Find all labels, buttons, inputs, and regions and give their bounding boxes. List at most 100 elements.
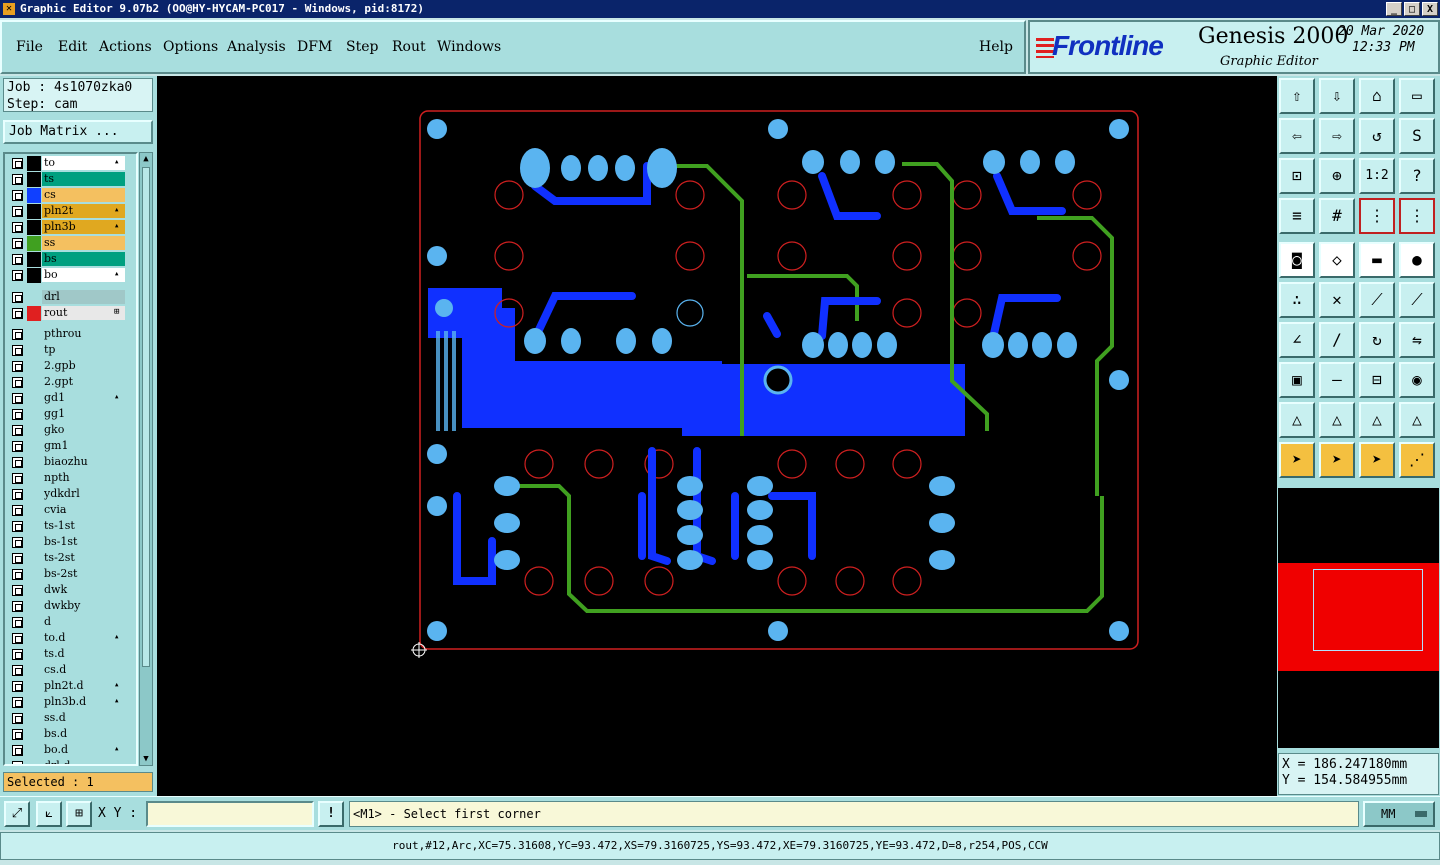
layer-name[interactable]: to.d xyxy=(42,631,125,645)
layer-name[interactable]: drl xyxy=(42,290,125,304)
tool-cross-icon[interactable]: ✕ xyxy=(1319,282,1355,318)
layer-checkbox[interactable] xyxy=(12,665,23,676)
layer-checkbox[interactable] xyxy=(12,377,23,388)
tool-line2-icon[interactable]: ⟋ xyxy=(1399,282,1435,318)
layer-row[interactable]: d xyxy=(7,615,136,630)
layer-color-swatch[interactable] xyxy=(27,236,41,251)
layer-name[interactable]: cs xyxy=(42,188,125,202)
tool-select-net-icon[interactable]: ⋰ xyxy=(1399,442,1435,478)
layer-row[interactable]: bo▴ xyxy=(7,268,136,283)
layer-name[interactable]: ts-1st xyxy=(42,519,125,533)
layer-checkbox[interactable] xyxy=(12,345,23,356)
menu-edit[interactable]: Edit xyxy=(58,39,88,55)
tool-tri3-icon[interactable]: △ xyxy=(1359,402,1395,438)
layer-checkbox[interactable] xyxy=(12,393,23,404)
menu-windows[interactable]: Windows xyxy=(437,39,502,55)
layer-checkbox[interactable] xyxy=(12,457,23,468)
layer-name[interactable]: d xyxy=(42,615,125,629)
tool-grid-icon[interactable]: # xyxy=(1319,198,1355,234)
tool-fit-icon[interactable]: ⊡ xyxy=(1279,158,1315,194)
layer-checkbox[interactable] xyxy=(12,292,23,303)
layer-checkbox[interactable] xyxy=(12,489,23,500)
layer-row[interactable]: cs.d xyxy=(7,663,136,678)
layer-color-swatch[interactable] xyxy=(27,583,41,598)
tool-camera-icon[interactable]: ◙ xyxy=(1279,242,1315,278)
layer-color-swatch[interactable] xyxy=(27,551,41,566)
layer-row[interactable]: cvia xyxy=(7,503,136,518)
layer-name[interactable]: bs.d xyxy=(42,727,125,741)
layer-row[interactable]: ts-1st xyxy=(7,519,136,534)
layer-checkbox[interactable] xyxy=(12,425,23,436)
tool-rotate-icon[interactable]: ↺ xyxy=(1359,118,1395,154)
layer-row[interactable]: ss xyxy=(7,236,136,251)
layer-checkbox[interactable] xyxy=(12,729,23,740)
tool-measure-icon[interactable]: ⊟ xyxy=(1359,362,1395,398)
measure-icon[interactable]: ⟀ xyxy=(36,801,62,827)
layer-color-swatch[interactable] xyxy=(27,759,41,764)
layer-checkbox[interactable] xyxy=(12,649,23,660)
tool-right-icon[interactable]: ⇨ xyxy=(1319,118,1355,154)
menu-actions[interactable]: Actions xyxy=(99,39,152,55)
minimize-button[interactable]: _ xyxy=(1386,2,1402,16)
layer-name[interactable]: bs-1st xyxy=(42,535,125,549)
layer-checkbox[interactable] xyxy=(12,441,23,452)
layer-name[interactable]: bs xyxy=(42,252,125,266)
layer-row[interactable]: ts.d xyxy=(7,647,136,662)
tool-net-icon[interactable]: ⋮ xyxy=(1359,198,1395,234)
tool-pad-icon[interactable]: ▣ xyxy=(1279,362,1315,398)
layer-color-swatch[interactable] xyxy=(27,615,41,630)
layer-color-swatch[interactable] xyxy=(27,156,41,171)
layer-row[interactable]: bs.d xyxy=(7,727,136,742)
tool-layers-icon[interactable]: ≡ xyxy=(1279,198,1315,234)
layer-row[interactable]: biaozhu xyxy=(7,455,136,470)
overview-map[interactable] xyxy=(1278,488,1439,748)
tool-tri2-icon[interactable]: △ xyxy=(1319,402,1355,438)
layer-color-swatch[interactable] xyxy=(27,599,41,614)
layer-row[interactable]: bs xyxy=(7,252,136,267)
layer-checkbox[interactable] xyxy=(12,521,23,532)
layer-checkbox[interactable] xyxy=(12,601,23,612)
layer-row[interactable]: 2.gpt xyxy=(7,375,136,390)
tool-select-icon[interactable]: ➤ xyxy=(1279,442,1315,478)
layer-name[interactable]: ss xyxy=(42,236,125,250)
layer-color-swatch[interactable] xyxy=(27,711,41,726)
layer-checkbox[interactable] xyxy=(12,409,23,420)
scroll-up-icon[interactable]: ▲ xyxy=(143,154,149,164)
layer-checkbox[interactable] xyxy=(12,254,23,265)
layer-row[interactable]: gd1▴ xyxy=(7,391,136,406)
layer-color-swatch[interactable] xyxy=(27,268,41,283)
layer-checkbox[interactable] xyxy=(12,505,23,516)
layer-checkbox[interactable] xyxy=(12,174,23,185)
layer-color-swatch[interactable] xyxy=(27,519,41,534)
tool-connect-icon[interactable]: ∴ xyxy=(1279,282,1315,318)
layer-name[interactable]: gko xyxy=(42,423,125,437)
layer-color-swatch[interactable] xyxy=(27,663,41,678)
layer-name[interactable]: gg1 xyxy=(42,407,125,421)
layer-row[interactable]: tp xyxy=(7,343,136,358)
layer-row[interactable]: bs-1st xyxy=(7,535,136,550)
layer-checkbox[interactable] xyxy=(12,238,23,249)
layer-color-swatch[interactable] xyxy=(27,567,41,582)
menu-step[interactable]: Step xyxy=(346,39,379,55)
layer-color-swatch[interactable] xyxy=(27,375,41,390)
layer-name[interactable]: dwkby xyxy=(42,599,125,613)
layer-row[interactable]: to▴ xyxy=(7,156,136,171)
layer-checkbox[interactable] xyxy=(12,190,23,201)
layer-color-swatch[interactable] xyxy=(27,391,41,406)
layer-color-swatch[interactable] xyxy=(27,631,41,646)
layer-row[interactable]: ss.d xyxy=(7,711,136,726)
layer-color-swatch[interactable] xyxy=(27,679,41,694)
layer-name[interactable]: 2.gpb xyxy=(42,359,125,373)
menu-dfm[interactable]: DFM xyxy=(297,39,333,55)
tool-left-icon[interactable]: ⇦ xyxy=(1279,118,1315,154)
layer-color-swatch[interactable] xyxy=(27,252,41,267)
tool-dot-icon[interactable]: ● xyxy=(1399,242,1435,278)
layer-name[interactable]: cvia xyxy=(42,503,125,517)
layer-color-swatch[interactable] xyxy=(27,204,41,219)
tool-open-icon[interactable]: ⇧ xyxy=(1279,78,1315,114)
tool-tri1-icon[interactable]: △ xyxy=(1279,402,1315,438)
layer-name[interactable]: ss.d xyxy=(42,711,125,725)
layer-color-swatch[interactable] xyxy=(27,695,41,710)
layer-name[interactable]: gd1 xyxy=(42,391,125,405)
tool-angle-icon[interactable]: ∠ xyxy=(1279,322,1315,358)
